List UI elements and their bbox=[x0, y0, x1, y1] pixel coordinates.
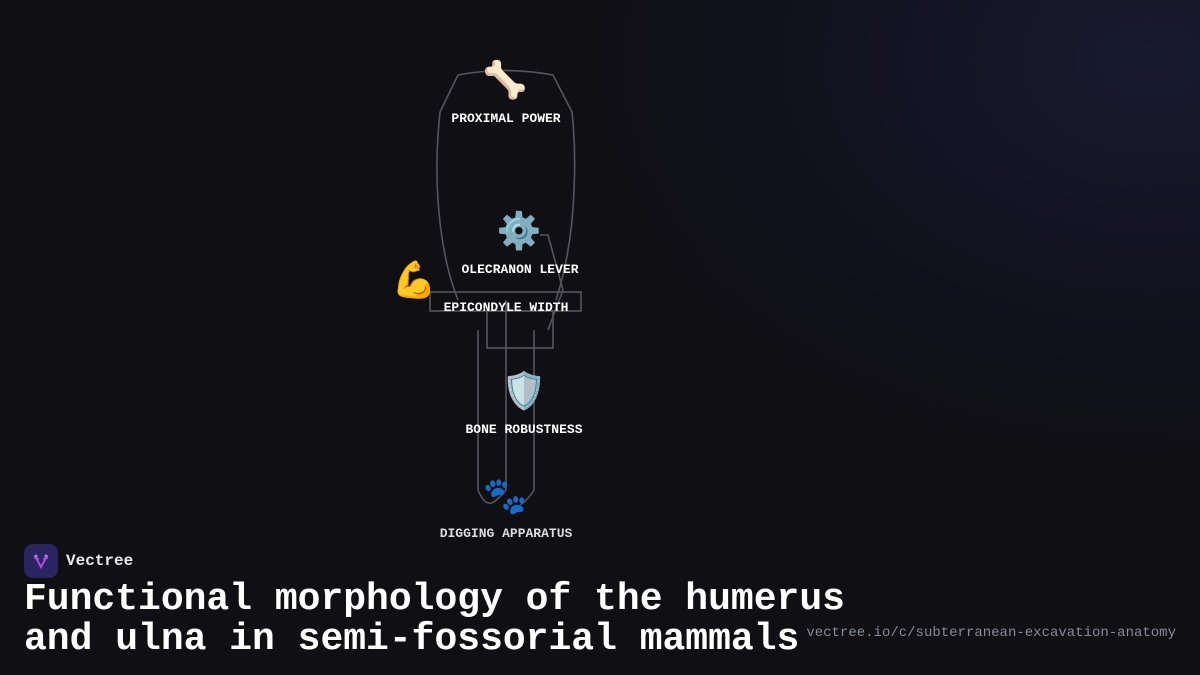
humerus-outline bbox=[436, 69, 576, 301]
title-line-1: Functional morphology of the humerus bbox=[24, 578, 845, 621]
bone-icon: 🦴 bbox=[482, 60, 528, 101]
elbow-joint bbox=[486, 310, 554, 349]
brand: Vectree bbox=[24, 544, 133, 578]
label-olecranon-lever: OLECRANON LEVER bbox=[461, 262, 579, 277]
ulna-outline bbox=[477, 300, 535, 506]
label-epicondyle-width: EPICONDYLE WIDTH bbox=[443, 300, 569, 315]
vectree-logo-icon bbox=[24, 544, 58, 578]
label-bone-robustness: BONE ROBUSTNESS bbox=[465, 422, 583, 437]
source-url: vectree.io/c/subterranean-excavation-ana… bbox=[806, 625, 1176, 641]
gear-icon: ⚙️ bbox=[496, 211, 542, 252]
shield-icon: 🛡️ bbox=[501, 371, 547, 412]
paw-prints-icon: 🐾 bbox=[482, 476, 528, 517]
brand-name: Vectree bbox=[66, 552, 134, 570]
flexed-biceps-icon: 💪 bbox=[391, 260, 437, 301]
label-proximal-power: PROXIMAL POWER bbox=[451, 111, 561, 126]
label-digging-apparatus: DIGGING APPARATUS bbox=[439, 526, 573, 541]
page-title: Functional morphology of the humerus and… bbox=[24, 580, 845, 660]
olecranon-outline bbox=[540, 234, 564, 331]
title-line-2: and ulna in semi-fossorial mammals bbox=[24, 618, 800, 661]
